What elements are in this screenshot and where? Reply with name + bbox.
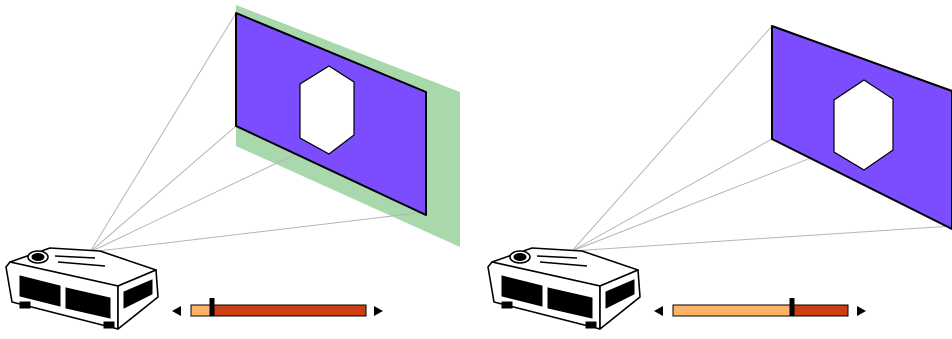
slider-thumb[interactable] (209, 298, 215, 316)
hexagon-shape (299, 65, 355, 155)
slider-outline (190, 304, 367, 317)
slider-thumb[interactable] (789, 298, 795, 316)
projection-beams (571, 25, 952, 252)
panel-right (487, 25, 952, 330)
projector-icon (5, 247, 159, 330)
slider-control[interactable] (654, 298, 866, 317)
left-arrow-icon[interactable] (172, 306, 181, 316)
slider-track-dark (792, 305, 848, 316)
slider-track-dark (212, 305, 366, 316)
slider-outline (672, 304, 849, 317)
slider-control[interactable] (172, 298, 383, 317)
projector-icon (487, 247, 641, 330)
left-arrow-icon[interactable] (654, 306, 663, 316)
slider-track-light (673, 305, 792, 316)
right-arrow-icon[interactable] (374, 306, 383, 316)
slider-track-light (191, 305, 212, 316)
hexagon-shape (833, 79, 894, 171)
panel-left (5, 5, 460, 330)
right-arrow-icon[interactable] (857, 306, 866, 316)
